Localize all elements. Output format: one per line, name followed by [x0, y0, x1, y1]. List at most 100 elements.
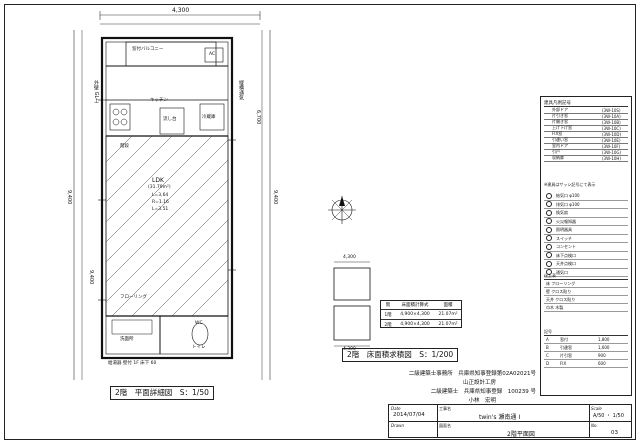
list-item: 天井 クロス貼り: [544, 296, 628, 304]
office-info: 二級建築士事務所 兵庫県知事登録第02A02021号 山正設計工房 二級建築士 …: [388, 370, 536, 406]
ldk-spec-2: R=1.16: [152, 200, 169, 205]
list-item: 外部ドア(3W-10S): [544, 107, 628, 114]
site-dim-bottom: 4,300: [343, 347, 356, 352]
office-line-4: 小林 宏明: [468, 398, 496, 404]
scale-label: Scale: [591, 406, 602, 411]
symbol-icon: [546, 243, 552, 250]
symbol-icon: [546, 269, 552, 276]
symbol-icon: [546, 201, 552, 208]
area-table-header-area: 面積: [443, 303, 453, 308]
list-item: 上げ下げ窓(3W-10C): [544, 125, 628, 132]
ldk-label: LDK: [152, 177, 164, 184]
legend-note: ※建具はサッシ記号にて表示: [544, 182, 596, 187]
list-item: 壁 クロス貼り: [544, 288, 628, 296]
list-item: スイッチ: [544, 235, 628, 243]
list-item: 火災報知器: [544, 218, 628, 226]
drawing-value: 2階平面図: [507, 431, 535, 438]
plan-dim-top: 4,300: [172, 7, 190, 14]
list-item: 天井点検口: [544, 260, 628, 269]
no-label: No.: [591, 423, 598, 428]
balcony-label: 窓付バルコニー: [132, 47, 164, 52]
area-table-header-floor: 階: [385, 303, 391, 308]
date-label: Date: [391, 406, 401, 411]
toilet-label: WC: [195, 321, 203, 326]
plan-dim-left: 9,400: [66, 190, 72, 205]
list-item: 片開き窓(3W-10B): [544, 119, 628, 126]
project-value: twin's 瀬南通 I: [479, 414, 521, 421]
area-table-header-formula: 床面積計算式: [401, 303, 429, 308]
list-item: 給気口 φ100: [544, 192, 628, 201]
washroom-label: 洗面所: [120, 337, 134, 342]
symbol-icon: [546, 252, 552, 259]
site-dim-top: 4,300: [343, 255, 356, 260]
finish-header: 仕上表: [544, 272, 628, 280]
site-title: 2階 床面積求積図 S：1/200: [342, 348, 459, 362]
date-value: 2014/07/04: [393, 412, 425, 418]
drawing-frame: [4, 4, 636, 440]
office-line-2: 山正設計工房: [462, 380, 496, 386]
plan-dim-inner-right: 6,700: [255, 110, 261, 125]
plan-wall-label-left: 外壁 GL上: [93, 80, 99, 104]
title-block: Date 2014/07/04 Drawn 工事名 twin's 瀬南通 I 図…: [388, 404, 632, 438]
plan-dim-inner-left: 9,400: [88, 270, 94, 285]
finish-legend: 仕上表 床 フローリング壁 クロス貼り天井 クロス貼り巾木 木製: [544, 272, 628, 312]
list-item: 床 フローリング: [544, 280, 628, 288]
table-row: 2階 4,900×4,300 21.07m²: [384, 322, 458, 328]
office-line-3: 二級建築士 兵庫県知事登録 100239 号: [430, 389, 536, 395]
list-item: 換気扇: [544, 209, 628, 218]
door-legend-header: 建具凡例記号: [544, 100, 628, 107]
office-line-1: 二級建築士事務所 兵庫県知事登録第02A02021号: [408, 371, 536, 377]
plan-bottom-note: 給湯器 壁付 1F 床下 60: [108, 361, 157, 366]
table-row: 1階 4,900×4,300 21.07m²: [381, 310, 461, 320]
toilet-note: トイレ: [192, 345, 206, 350]
symbol-icon: [546, 226, 552, 233]
list-item: 片引き窓(3W-10A): [544, 113, 628, 120]
bottom-legend-header: 記号: [544, 328, 628, 336]
list-item: FIX窓(3W-10D): [544, 131, 628, 138]
symbol-icon: [546, 192, 552, 199]
legend-panel: [540, 96, 632, 396]
finish-rows: 床 フローリング壁 クロス貼り天井 クロス貼り巾木 木製: [544, 280, 628, 312]
list-item: 通気口: [544, 269, 628, 277]
door-legend-rows: 外部ドア(3W-10S)片引き窓(3W-10A)片開き窓(3W-10B)上げ下げ…: [544, 107, 628, 162]
list-item: 床下点検口: [544, 252, 628, 260]
drawing-label: 図面名: [439, 423, 451, 428]
sink-label: 流し台: [163, 117, 177, 122]
list-item: 室内ドア(3W-10F): [544, 143, 628, 150]
symbol-icon: [546, 235, 552, 242]
plan-dim-right: 9,400: [272, 190, 278, 205]
area-table: 階 床面積計算式 面積 1階 4,900×4,300 21.07m² 2階 4,…: [380, 300, 462, 328]
fridge-label: 冷蔵庫: [202, 115, 216, 120]
symbol-icon: [546, 209, 552, 216]
plan-wall-label-right: 縦横通気: [238, 80, 244, 100]
list-item: コンセント: [544, 243, 628, 252]
project-label: 工事名: [439, 406, 451, 411]
ac-label: AC: [209, 52, 216, 57]
floor-finish-label: フローリング: [120, 295, 147, 300]
drawn-label: Drawn: [391, 423, 404, 428]
plan-title: 2階 平面詳細図 S：1/50: [110, 386, 214, 400]
stair-label: 階段: [120, 144, 129, 149]
list-item: 照明器具: [544, 226, 628, 235]
scale-value: A/50 ・ 1/50: [593, 413, 624, 419]
ldk-spec-1: L=3,64: [152, 193, 169, 198]
kitchen-label: キッチン: [150, 98, 168, 103]
list-item: 巾木 木製: [544, 304, 628, 312]
ldk-area: (31.79m²): [148, 185, 171, 190]
no-value: 03: [611, 430, 618, 436]
list-item: 排気口 φ100: [544, 201, 628, 209]
list-item: 引違い窓(3W-10E): [544, 137, 628, 144]
list-item: 引戸(3W-10G): [544, 149, 628, 156]
door-legend: 建具凡例記号 外部ドア(3W-10S)片引き窓(3W-10A)片開き窓(3W-1…: [544, 100, 628, 162]
symbol-icon: [546, 260, 552, 267]
